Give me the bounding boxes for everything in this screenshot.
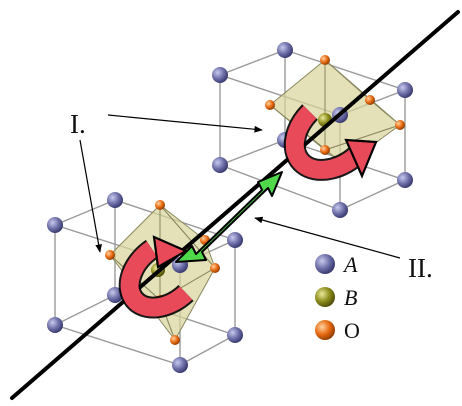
lower-a-atom (47, 217, 63, 233)
legend-a-label: A (342, 252, 358, 277)
legend-o-swatch (315, 320, 335, 340)
lower-o-atom (155, 200, 165, 210)
lower-o-atom (105, 250, 115, 260)
upper-a-atom (397, 82, 413, 98)
lower-a-atom (227, 327, 243, 343)
lower-rotation-arrow (118, 235, 194, 319)
legend-b-swatch (315, 287, 335, 307)
upper-a-atom (212, 157, 228, 173)
label-i-leader-lower (79, 139, 102, 253)
legend-a-swatch (315, 254, 335, 274)
lower-a-atom (172, 357, 188, 373)
legend-o-label: O (344, 318, 360, 343)
upper-a-atom (332, 202, 348, 218)
label-ii-leader (254, 216, 401, 259)
upper-unit-cell (212, 42, 413, 218)
label-ii: II. (408, 253, 433, 283)
upper-o-atom (320, 145, 330, 155)
lower-o-atom (170, 335, 180, 345)
translation-double-arrow (175, 171, 283, 263)
lower-a-atom (107, 192, 123, 208)
upper-o-atom (265, 100, 275, 110)
rotation-axis-line (10, 10, 460, 400)
upper-a-atom (277, 42, 293, 58)
upper-o-atom (365, 95, 375, 105)
upper-rotation-arrow (283, 104, 378, 181)
lower-a-atom (227, 232, 243, 248)
label-i-leader-upper (107, 114, 263, 133)
lower-o-atom (210, 263, 220, 273)
legend: A B O (315, 252, 360, 343)
lower-a-atom (47, 317, 63, 333)
upper-o-atom (320, 55, 330, 65)
label-i: I. (70, 109, 86, 139)
upper-a-atom (397, 172, 413, 188)
upper-a-atom (212, 67, 228, 83)
legend-b-label: B (344, 285, 357, 310)
upper-o-atom (395, 120, 405, 130)
